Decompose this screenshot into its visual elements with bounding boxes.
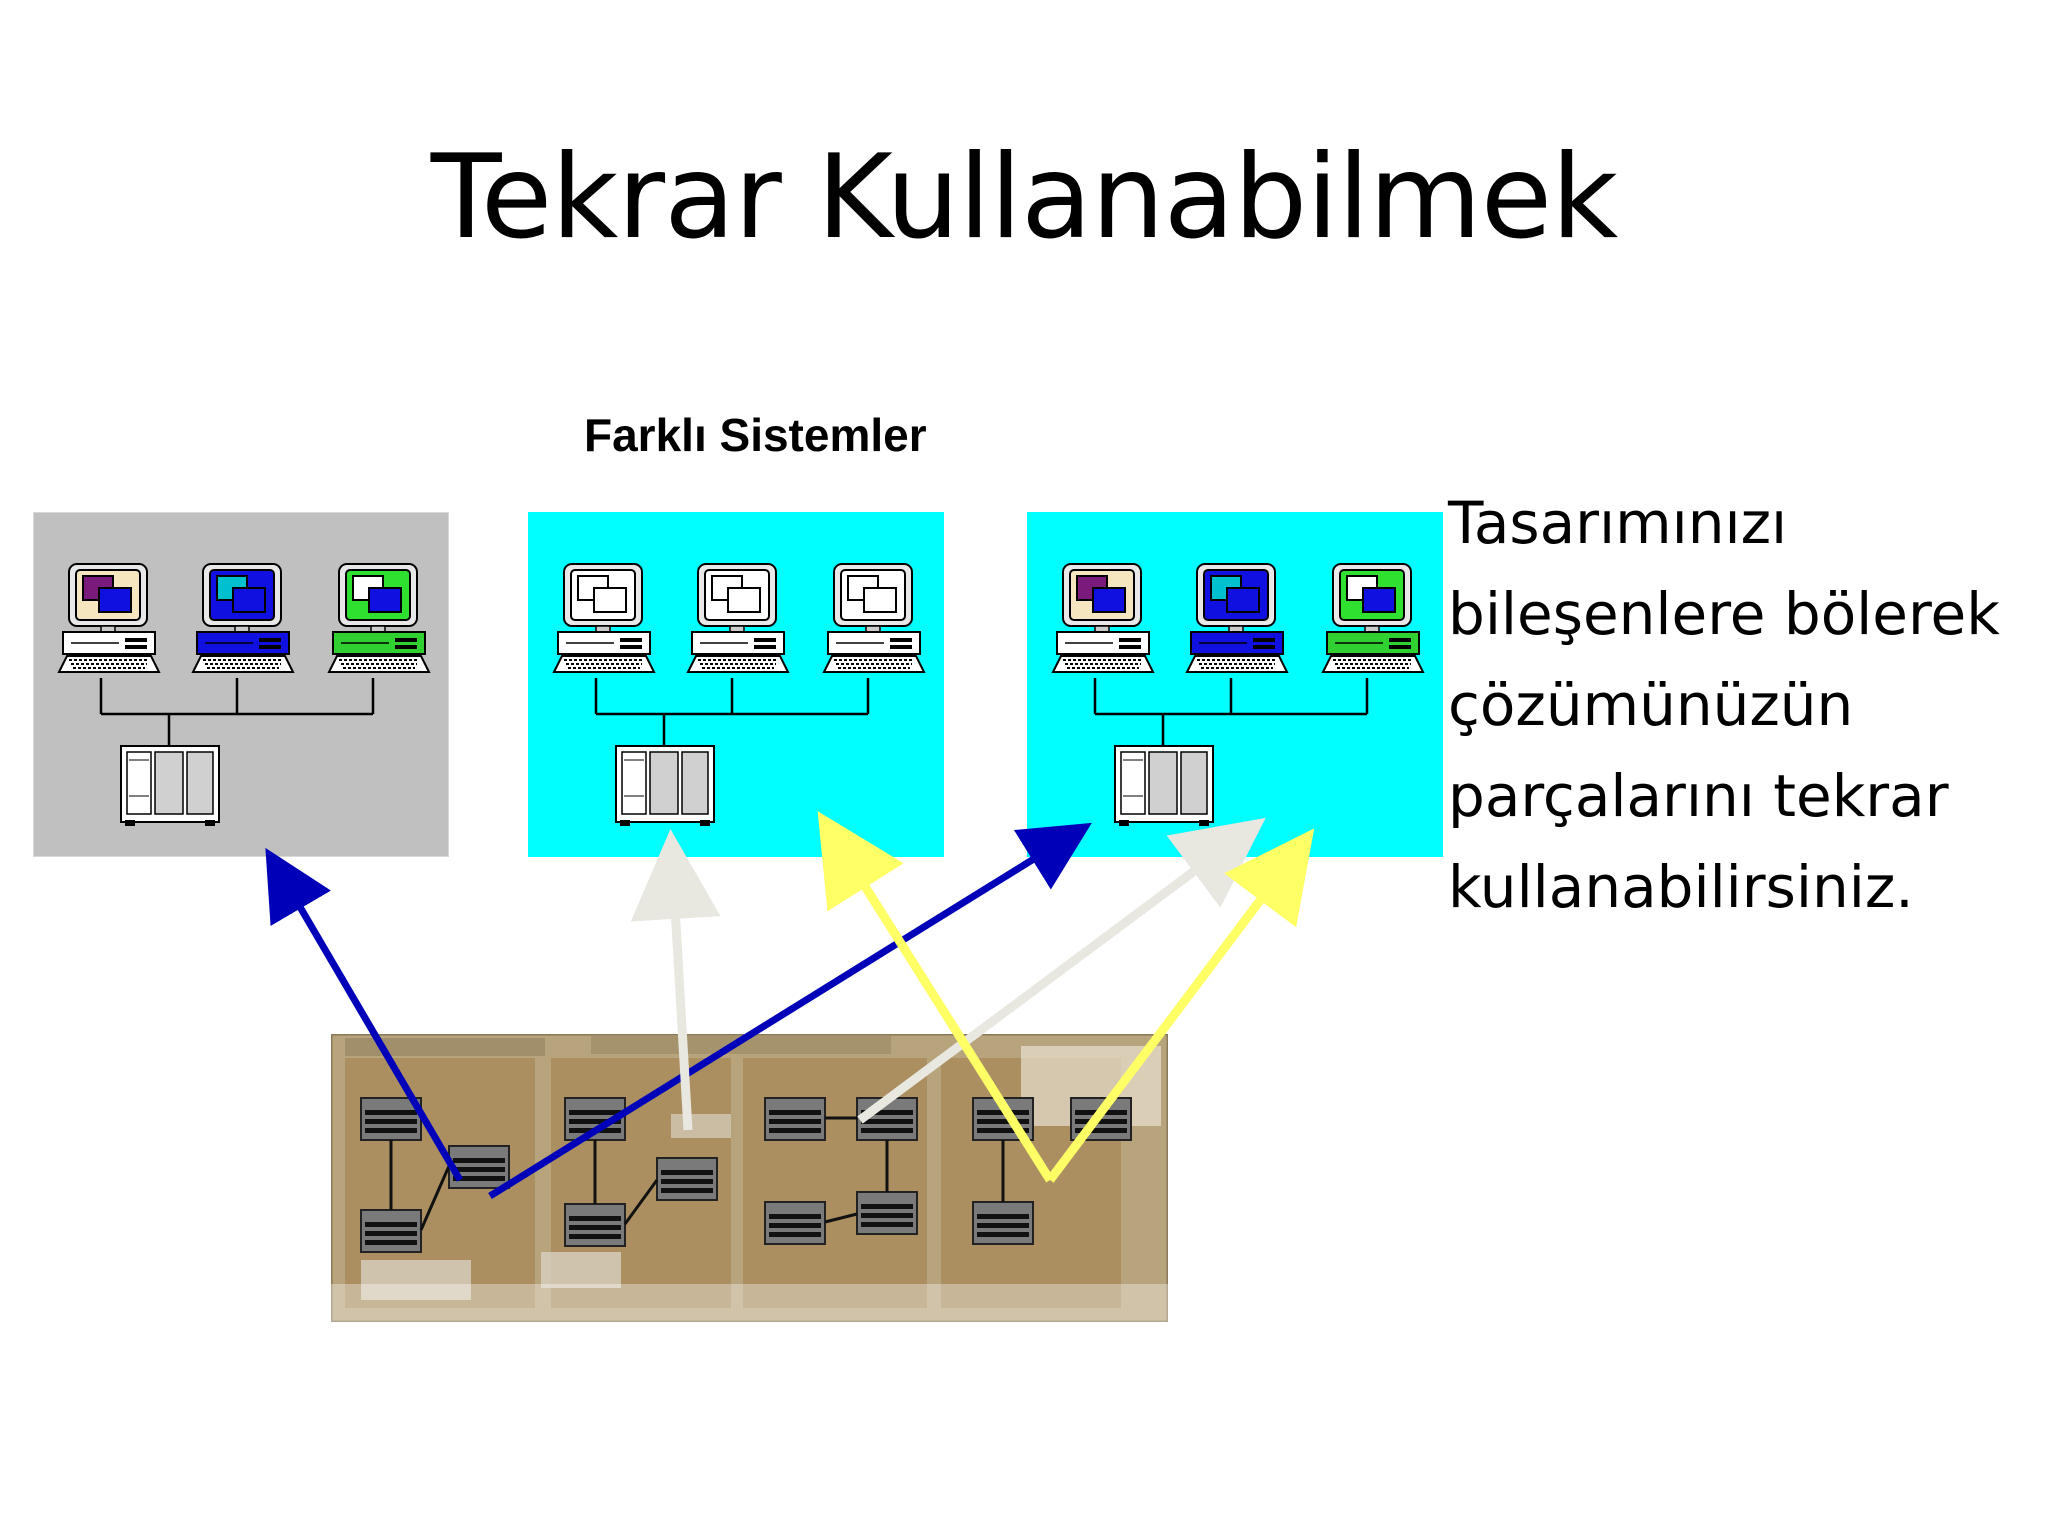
uml-component-node [656, 1157, 718, 1201]
workstation-icon [552, 563, 656, 673]
uml-diagram-graphic [329, 1032, 1170, 1324]
body-text: Tasarımınızı bileşenlere bölerek çözümün… [1448, 478, 2000, 933]
diagram-subtitle: Farklı Sistemler [584, 409, 927, 461]
arrow-blue-right [488, 822, 1092, 1199]
workstation-icon [57, 563, 161, 673]
system-panel-gray [32, 511, 450, 858]
arrow-yellow-left [817, 811, 1054, 1183]
uml-component-node [856, 1191, 918, 1235]
workstation-icon [686, 563, 790, 673]
uml-component-diagram [329, 1032, 1170, 1324]
arrow-white-right [857, 817, 1266, 1124]
body-line-5: kullanabilirsiniz. [1448, 853, 1914, 921]
network-diagram [528, 512, 944, 857]
network-diagram [1027, 512, 1443, 857]
body-line-3: çözümünüzün [1448, 671, 1854, 739]
body-line-2: bileşenlere bölerek [1448, 580, 2000, 648]
uml-component-node [764, 1201, 826, 1245]
uml-component-node [360, 1209, 422, 1253]
system-panel-white-screens [528, 512, 944, 857]
system-panel-cyan [1027, 512, 1443, 857]
arrow-yellow-right [1046, 828, 1315, 1183]
workstation-icon [1051, 563, 1155, 673]
body-line-1: Tasarımınızı [1448, 489, 1788, 557]
arrow-white-middle [630, 829, 721, 1131]
server-icon [120, 745, 220, 826]
server-icon [615, 745, 715, 826]
server-icon [1114, 745, 1214, 826]
workstation-icon [822, 563, 926, 673]
uml-component-node [564, 1203, 626, 1247]
workstation-icon [191, 563, 295, 673]
arrow-blue-left [265, 847, 464, 1182]
workstation-icon [327, 563, 431, 673]
body-line-4: parçalarını tekrar [1448, 762, 1949, 830]
uml-component-node [764, 1097, 826, 1141]
network-diagram [32, 511, 450, 858]
slide-title: Tekrar Kullanabilmek [430, 130, 1619, 265]
uml-component-node [448, 1145, 510, 1189]
workstation-icon [1185, 563, 1289, 673]
uml-component-node [972, 1201, 1034, 1245]
workstation-icon [1321, 563, 1425, 673]
uml-component-node [360, 1097, 422, 1141]
